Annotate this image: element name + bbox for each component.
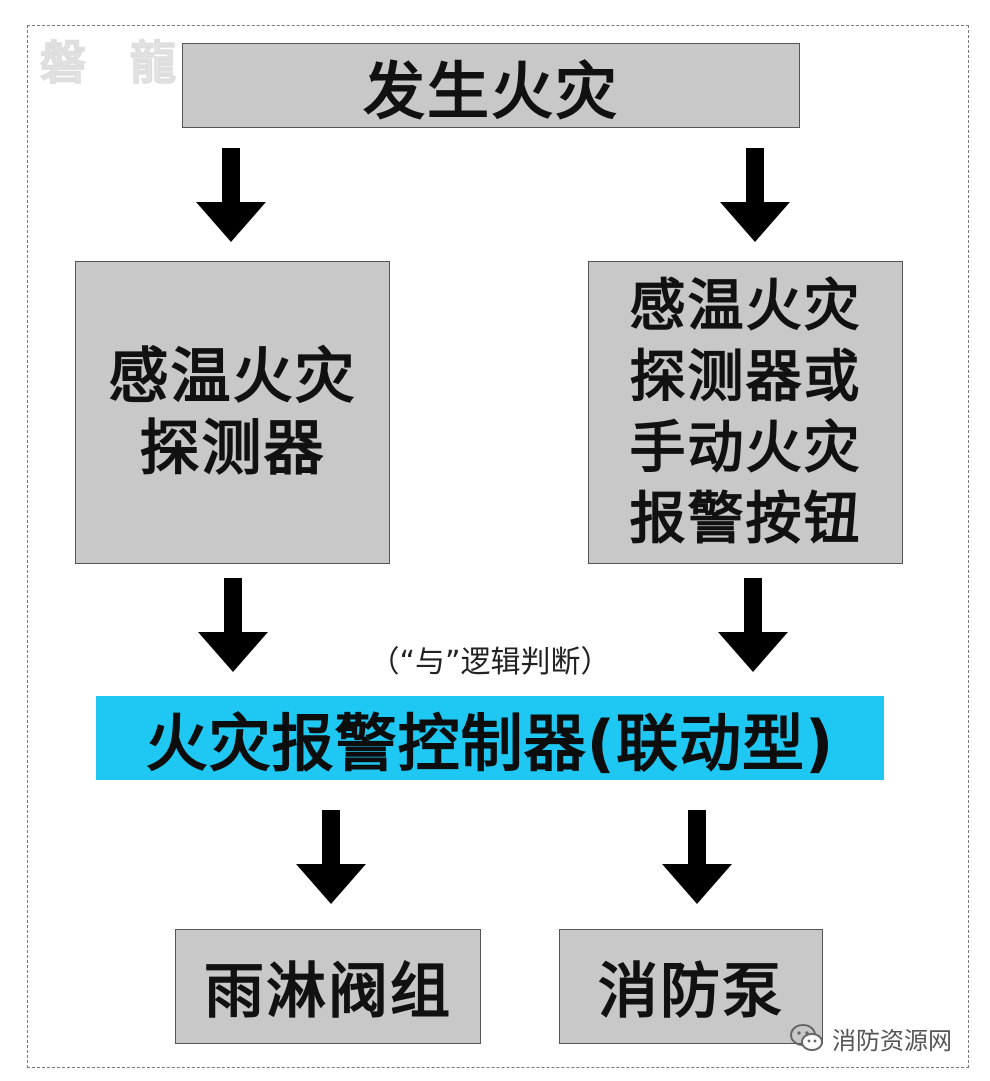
arrow-down-icon	[196, 148, 266, 242]
arrow-down-icon	[718, 578, 788, 672]
wechat-icon	[790, 1024, 823, 1051]
fire-alarm-controller-box: 火灾报警控制器(联动型)	[96, 696, 884, 780]
heat-detector-box: 感温火灾 探测器	[75, 261, 390, 564]
heat-detector-label: 感温火灾 探测器	[108, 341, 357, 484]
deluge-valve-label: 雨淋阀组	[204, 957, 452, 1027]
fire-alarm-controller-label: 火灾报警控制器(联动型)	[145, 707, 835, 780]
watermark-text: 消防资源网	[832, 1026, 952, 1055]
arrow-down-icon	[296, 810, 366, 904]
fire-pump-box: 消防泵	[559, 929, 823, 1044]
fire-occurs-label: 发生火灾	[362, 54, 619, 128]
fire-pump-label: 消防泵	[598, 957, 784, 1027]
deluge-valve-box: 雨淋阀组	[175, 929, 481, 1044]
and-logic-note: （“与”逻辑判断）	[369, 645, 611, 680]
brand-logo: 磐 龍	[39, 36, 191, 90]
detector-or-button-box: 感温火灾 探测器或 手动火灾 报警按钮	[588, 261, 903, 564]
arrow-down-icon	[198, 578, 268, 672]
detector-or-button-label: 感温火灾 探测器或 手动火灾 报警按钮	[629, 273, 862, 552]
fire-occurs-box: 发生火灾	[182, 43, 800, 128]
arrow-down-icon	[720, 148, 790, 242]
dashed-frame	[27, 25, 969, 1068]
watermark: 消防资源网	[790, 1018, 952, 1058]
arrow-down-icon	[662, 810, 732, 904]
